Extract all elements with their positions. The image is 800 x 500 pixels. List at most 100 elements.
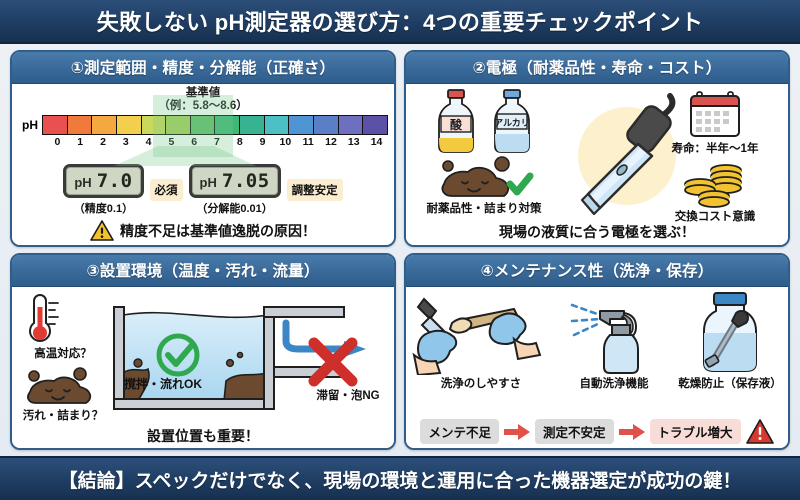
lcd-label: pH <box>74 175 92 191</box>
failure-chain: メンテ不足 測定不安定 トラブル増大 <box>406 419 788 444</box>
caption-lifetime: 寿命：半年〜1年 <box>671 143 759 155</box>
lcd-display-accuracy: pH 7.0 <box>63 164 144 199</box>
accuracy-warning-text: 精度不足は基準値逸脱の原因！ <box>120 222 316 239</box>
panel2-summary: 現場の液質に合う電極を選ぶ！ <box>499 224 695 240</box>
ph-tick-11: 11 <box>302 136 314 149</box>
ph-tick-5: 5 <box>168 136 175 149</box>
caption-dirt-clog: 汚れ・詰まり？ <box>22 410 104 422</box>
dirt-clog-icon <box>27 367 92 404</box>
ph-tick-2: 2 <box>100 136 106 149</box>
highlight-funnel <box>18 146 388 167</box>
conclusion-text: 【結論】スペックだけでなく、現場の環境と運用に合った機器選定が成功の鍵！ <box>58 470 742 492</box>
ph-band-6 <box>190 116 216 135</box>
ph-tick-6: 6 <box>191 136 198 149</box>
title-bar: 失敗しない pH測定器の選び方：4つの重要チェックポイント <box>0 0 800 44</box>
red-cross-icon <box>308 337 358 387</box>
panel2-content: 酸 アルカリ <box>406 84 788 245</box>
lcd-label: pH <box>199 175 217 191</box>
svg-text:酸: 酸 <box>450 117 463 132</box>
ph-band-7 <box>215 116 241 135</box>
chain-step-2: 測定不安定 <box>534 419 614 444</box>
reference-value-block: 基準値 （例：5.8〜8.6） <box>12 87 394 113</box>
lcd-value: 7.05 <box>221 170 270 193</box>
ph-tick-4: 4 <box>145 136 152 149</box>
panel3-header: ③設置環境（温度・汚れ・流量） <box>12 255 394 287</box>
tank-flow-diagram <box>113 306 366 410</box>
lcd-meter-group: pH 7.0 （精度0.1） 必須 pH 7.05 （分解能0.01） 調整安定 <box>12 164 394 216</box>
warning-triangle-icon <box>90 220 114 242</box>
ph-tick-10: 10 <box>279 136 292 149</box>
stagnation-group: 滞留・泡NG <box>306 337 390 403</box>
panel-maintenance: ④メンテナンス性（洗浄・保存） <box>404 253 790 450</box>
meter-accuracy-caption: （精度0.1） <box>73 203 134 216</box>
chain-step-3: トラブル増大 <box>649 419 741 444</box>
meter-resolution-caption: （分解能0.01） <box>196 203 273 216</box>
acid-bottle-icon: 酸 <box>438 89 474 153</box>
ph-electrode-icon <box>580 93 676 216</box>
arrow-right-icon <box>503 423 530 440</box>
caption-cost: 交換コスト意識 <box>674 211 756 223</box>
chain-step-1: メンテ不足 <box>420 419 499 444</box>
ph-band-3 <box>116 116 142 135</box>
arrow-right-icon <box>618 423 645 440</box>
panel-installation-environment: ③設置環境（温度・汚れ・流量） <box>10 253 396 450</box>
ph-tick-9: 9 <box>259 136 266 149</box>
note-stable-adjust: 調整安定 <box>286 179 343 202</box>
caption-high-temp: 高温対応？ <box>34 348 92 360</box>
cleaning-ease-group: 洗浄のしやすさ <box>406 289 556 391</box>
meter-accuracy: pH 7.0 （精度0.1） <box>63 164 144 216</box>
temperature-group: 高温対応？ 汚れ・詰まり？ <box>18 293 108 423</box>
ph-band-11 <box>314 116 339 135</box>
panel4-header: ④メンテナンス性（洗浄・保存） <box>406 255 788 287</box>
lcd-value: 7.0 <box>96 170 133 193</box>
storage-group: 乾燥防止（保存液） <box>672 289 788 391</box>
ph-band-5 <box>166 116 191 135</box>
ph-tick-12: 12 <box>325 136 337 149</box>
caption-storage-solution: 乾燥防止（保存液） <box>678 378 782 390</box>
ph-tick-14: 14 <box>370 136 383 149</box>
panel-electrode: ②電極（耐薬品性・寿命・コスト） <box>404 50 790 247</box>
thermometer-icon <box>29 294 59 342</box>
ph-band-0 <box>43 116 68 135</box>
dirt-clog-icon <box>441 156 534 197</box>
calendar-icon <box>690 91 740 137</box>
ph-tick-8: 8 <box>236 136 243 149</box>
note-required: 必須 <box>149 179 183 202</box>
ph-tick-13: 13 <box>347 136 360 149</box>
tank-ok-label: 撹拌・流れOK <box>124 377 203 391</box>
warning-triangle-icon <box>745 419 774 444</box>
ph-scale-row: pH <box>18 115 388 136</box>
gloved-hands-cleaning-icon <box>412 297 542 375</box>
panel4-content: 洗浄のしやすさ <box>406 287 788 448</box>
ph-band-4 <box>141 116 167 135</box>
page-title: 失敗しない pH測定器の選び方：4つの重要チェックポイント <box>96 10 704 35</box>
ph-tick-7: 7 <box>214 136 220 149</box>
ph-band-8 <box>240 116 265 135</box>
ph-tick-3: 3 <box>122 136 129 149</box>
reference-title: 基準値 <box>185 87 221 99</box>
funnel-shape-icon <box>114 146 256 167</box>
auto-clean-group: 自動洗浄機能 <box>556 289 672 391</box>
ph-band-10 <box>289 116 315 135</box>
svg-text:アルカリ: アルカリ <box>494 118 530 129</box>
ph-tick-1: 1 <box>77 136 84 149</box>
footer-bar: 【結論】スペックだけでなく、現場の環境と運用に合った機器選定が成功の鍵！ <box>0 456 800 500</box>
caption-cleaning-ease: 洗浄のしやすさ <box>440 378 522 390</box>
panel3-summary: 設置位置も重要！ <box>147 428 259 444</box>
spray-bottle-icon <box>570 303 639 374</box>
ph-band-13 <box>363 116 387 135</box>
coin-stack-icon <box>684 164 742 208</box>
panel1-header: ①測定範囲・精度・分解能（正確さ） <box>12 52 394 84</box>
accuracy-warning: 精度不足は基準値逸脱の原因！ <box>12 220 394 242</box>
lifetime-cost-group: 寿命：半年〜1年 <box>646 90 784 224</box>
meter-resolution: pH 7.05 （分解能0.01） <box>188 164 281 216</box>
panel2-header: ②電極（耐薬品性・寿命・コスト） <box>406 52 788 84</box>
reference-range: （例：5.8〜8.6） <box>158 100 248 113</box>
alkali-bottle-icon: アルカリ <box>494 89 530 153</box>
